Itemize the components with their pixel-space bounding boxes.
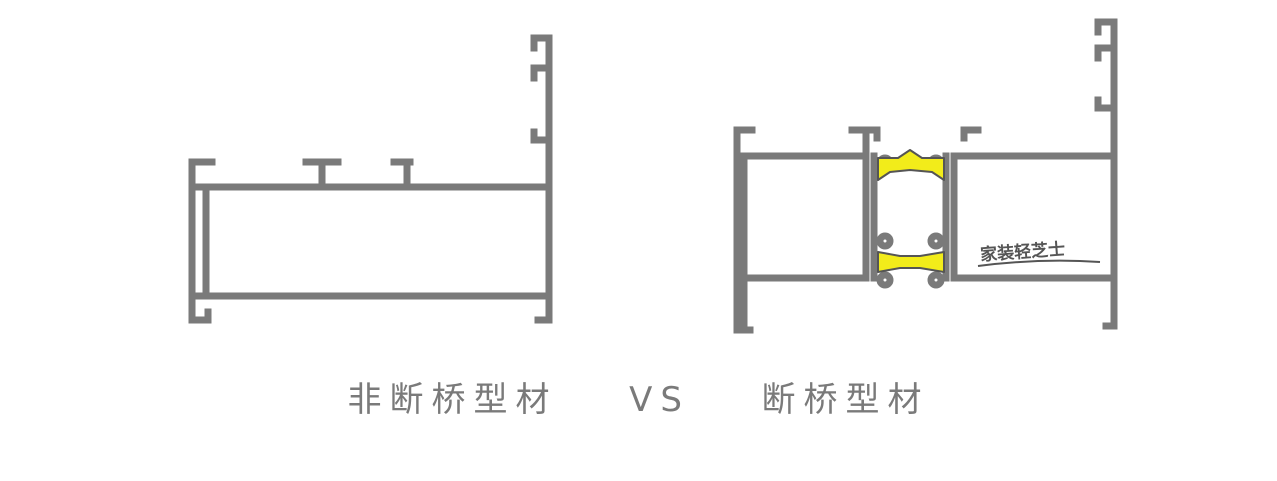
comparison-caption: 非断桥型材 VS 断桥型材 bbox=[0, 372, 1277, 421]
watermark-underline bbox=[977, 259, 1101, 267]
caption-left: 非断桥型材 bbox=[347, 380, 558, 420]
watermark: 家装轻芝士 bbox=[977, 239, 1101, 267]
thermal-break-profile bbox=[733, 18, 1118, 334]
non-thermal-break-profile bbox=[188, 34, 553, 324]
thermal-break-strip-top bbox=[877, 149, 945, 181]
caption-right: 断桥型材 bbox=[761, 380, 930, 420]
caption-vs: VS bbox=[629, 380, 690, 420]
thermal-break-strip-bottom bbox=[877, 251, 945, 273]
thermal-break-strips bbox=[877, 149, 945, 273]
